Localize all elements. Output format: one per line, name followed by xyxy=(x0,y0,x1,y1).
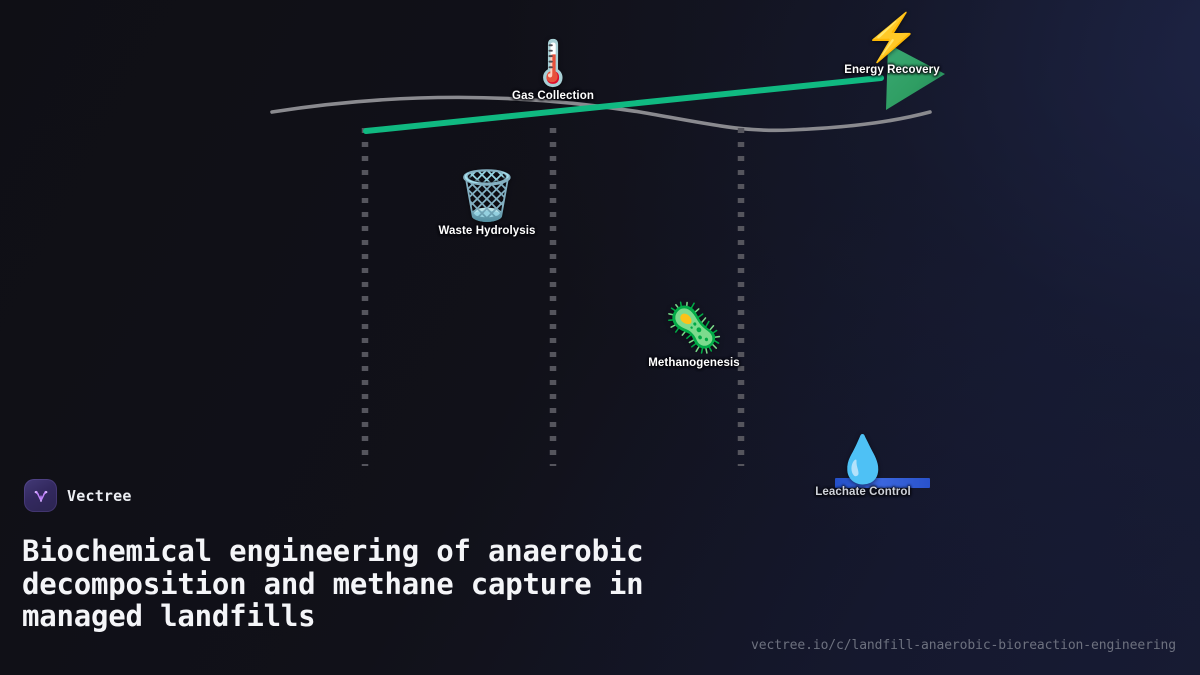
leachate-containment-bar xyxy=(835,478,930,488)
page-title: Biochemical engineering of anaerobic dec… xyxy=(22,534,644,634)
water-droplet-icon: 💧 xyxy=(834,433,892,485)
wastebasket-icon: 🗑️ xyxy=(457,170,517,223)
landfill-surface-curve xyxy=(270,95,932,133)
node-label-waste-hydrolysis: Waste Hydrolysis xyxy=(438,225,536,237)
extraction-well-lines xyxy=(361,128,745,466)
lightning-bolt-icon: ⚡ xyxy=(863,11,921,63)
diagram-node-waste-hydrolysis[interactable]: 🗑️ Waste Hydrolysis xyxy=(438,170,536,238)
vectree-logo-icon xyxy=(24,479,57,512)
diagram-node-methanogenesis[interactable]: 🦠 Methanogenesis xyxy=(648,302,740,370)
thermometer-icon: 🌡️ xyxy=(525,39,581,88)
node-label-energy-recovery: Energy Recovery xyxy=(844,64,940,76)
node-label-methanogenesis: Methanogenesis xyxy=(648,357,740,369)
microbe-icon: 🦠 xyxy=(664,302,724,355)
gas-to-energy-flow xyxy=(363,75,884,134)
brand-name: Vectree xyxy=(67,486,132,505)
vectree-mark-svg xyxy=(34,490,47,502)
diagram-node-energy-recovery[interactable]: ⚡ Energy Recovery xyxy=(844,14,939,76)
node-label-gas-collection: Gas Collection xyxy=(512,90,594,102)
node-label-leachate-control: Leachate Control xyxy=(815,486,911,498)
diagram-node-leachate-control[interactable]: 💧 Leachate Control xyxy=(815,436,911,498)
diagram-node-gas-collection[interactable]: 🌡️ Gas Collection xyxy=(512,39,594,103)
page-url: vectree.io/c/landfill-anaerobic-bioreact… xyxy=(751,638,1176,653)
brand-row[interactable]: Vectree xyxy=(24,479,132,512)
